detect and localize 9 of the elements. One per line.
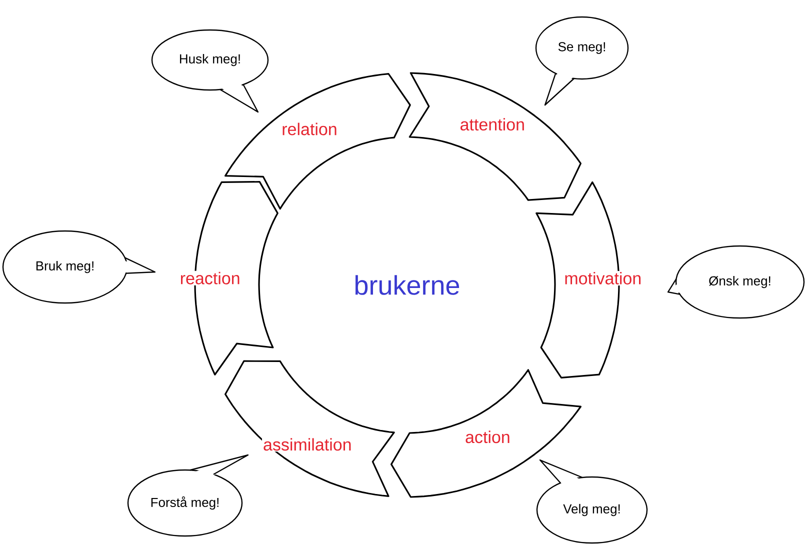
speech-bubble: Husk meg!	[151, 29, 269, 113]
arrow-segment: reaction	[178, 181, 278, 376]
speech-bubble: Forstå meg!	[127, 454, 249, 537]
speech-bubble: Velg meg!	[536, 459, 648, 544]
arrow-segment: motivation	[536, 181, 643, 378]
center-label: brukerne	[355, 275, 460, 295]
speech-bubble: Bruk meg!	[2, 230, 156, 304]
speech-bubble: Se meg!	[535, 16, 629, 106]
speech-bubble: Ønsk meg!	[667, 245, 805, 319]
